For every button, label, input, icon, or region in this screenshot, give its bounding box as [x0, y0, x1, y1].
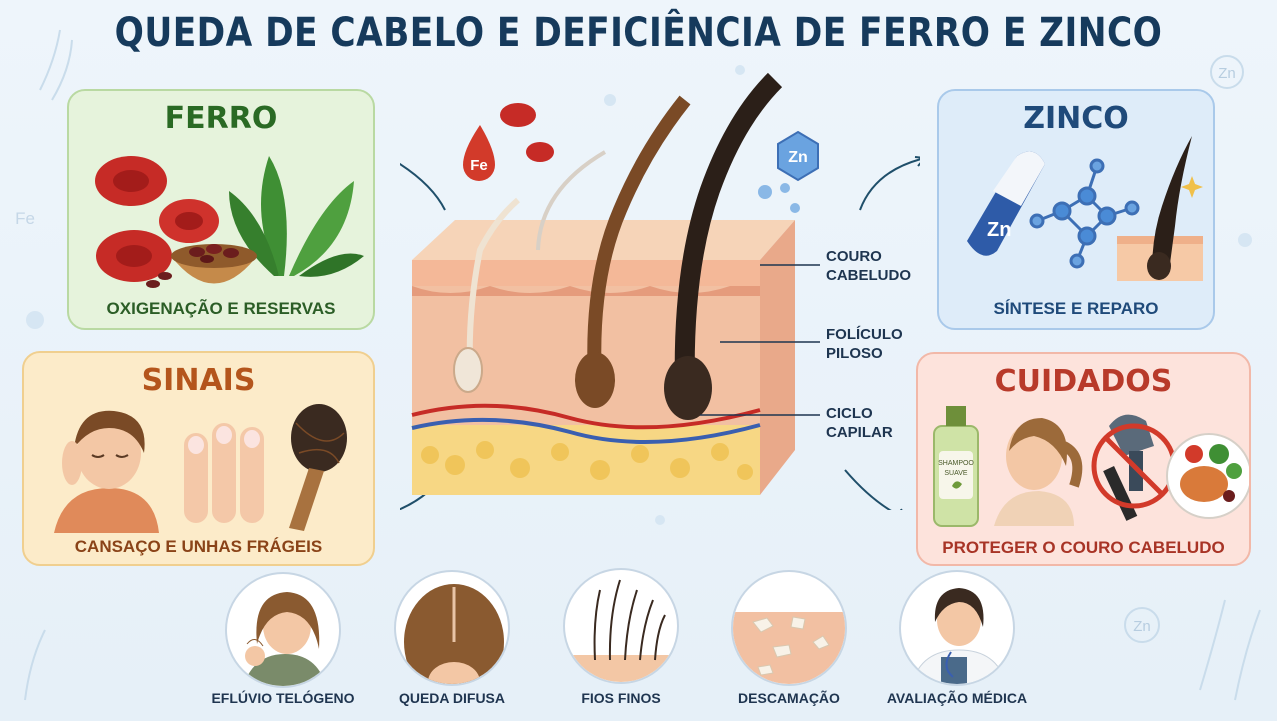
- doctor-icon: [911, 588, 1007, 684]
- zinc-capsule-icon: Zn: [967, 151, 1045, 256]
- molecule-icon: [1029, 158, 1140, 269]
- fe-drop-icon: [463, 125, 495, 181]
- sparkle-icon: [1181, 176, 1203, 198]
- panel-sinais: SINAIS CANSAÇO E UNHAS FRÁGEIS: [22, 351, 375, 566]
- circle-efluvio: [225, 572, 341, 688]
- panel-sinais-caption: CANSAÇO E UNHAS FRÁGEIS: [74, 537, 323, 556]
- panel-sinais-title: SINAIS: [141, 363, 256, 398]
- brittle-nails-icon: [184, 423, 264, 523]
- scalp-cross-section: Fe Zn: [400, 72, 920, 510]
- label-foliculo-piloso: FOLÍCULO PILOSO: [826, 326, 903, 362]
- circle-avaliacao: [899, 570, 1015, 686]
- hair-strand: [536, 150, 607, 251]
- caption-avaliacao: AVALIAÇÃO MÉDICA: [886, 690, 1028, 706]
- circle-descamacao: [731, 570, 847, 686]
- flaking-skin-icon: [733, 612, 845, 684]
- care-illustration: SHAMPOO SUAVE: [933, 406, 1249, 527]
- label-ciclo-capilar: CICLO CAPILAR: [826, 405, 893, 441]
- panel-ferro: FERRO OXIGENAÇÃO E RESERVAS: [67, 89, 375, 330]
- zinc-illustration: Zn: [967, 136, 1203, 281]
- no-heat-tools-icon: [1091, 414, 1177, 521]
- bean-bowl-icon: [146, 244, 257, 288]
- hairbrush-icon: [289, 404, 347, 531]
- head-top-icon: [404, 584, 504, 684]
- decor-zn-symbol-2: Zn: [1133, 618, 1151, 635]
- panel-cuidados-caption: PROTEGER O COURO CABELUDO: [942, 538, 1225, 557]
- thin-hair-icon: [565, 579, 677, 682]
- shampoo-bottle-icon: SHAMPOO SUAVE: [933, 406, 979, 527]
- page-title: QUEDA DE CABELO E DEFICIÊNCIA DE FERRO E…: [114, 10, 1163, 56]
- vein: [411, 417, 761, 444]
- panel-zinco-caption: SÍNTESE E REPARO: [993, 299, 1159, 318]
- spinach-icon: [229, 156, 364, 277]
- caption-queda-difusa: QUEDA DIFUSA: [398, 690, 506, 706]
- zn-hexagon-icon: [777, 130, 819, 182]
- circle-fios-finos: [563, 568, 679, 684]
- decor-fe-symbol: Fe: [15, 209, 35, 228]
- epidermis: [412, 260, 760, 286]
- follicle-medium: [575, 95, 691, 408]
- caption-fios-finos: FIOS FINOS: [581, 690, 661, 706]
- tired-woman-icon: [54, 410, 159, 533]
- zinc-bubble-icon: [758, 185, 772, 199]
- red-blood-cells-icon: [95, 156, 219, 282]
- panel-ferro-title: FERRO: [164, 101, 278, 136]
- panel-zinco: ZINCO Zn SÍNTESE E REPARO: [937, 89, 1215, 330]
- zn-symbol: Zn: [788, 149, 808, 166]
- follicle-thick: [664, 72, 783, 420]
- healthy-follicle-icon: [1117, 136, 1203, 281]
- panel-ferro-caption: OXIGENAÇÃO E RESERVAS: [106, 299, 336, 318]
- shampoo-label-line2: SUAVE: [944, 470, 968, 477]
- decor-zn-symbol: Zn: [1218, 65, 1236, 82]
- caption-descamacao: DESCAMAÇÃO: [738, 690, 840, 706]
- panel-zinco-title: ZINCO: [1023, 101, 1129, 136]
- artery: [411, 403, 761, 430]
- circle-queda-difusa: [394, 570, 510, 686]
- follicle-thin: [453, 197, 520, 393]
- label-couro-cabeludo: COURO CABELUDO: [826, 248, 911, 284]
- blood-cell-icon: [500, 103, 536, 127]
- fe-symbol: Fe: [470, 157, 488, 174]
- caption-efluvio: EFLÚVIO TELÓGENO: [211, 690, 355, 706]
- iron-illustration: [95, 156, 364, 288]
- woman-profile-icon: [994, 418, 1083, 526]
- healthy-plate-icon: [1166, 433, 1249, 519]
- woman-holding-hair-icon: [243, 592, 326, 686]
- panel-cuidados-title: CUIDADOS: [994, 364, 1173, 399]
- blood-cell-icon: [526, 142, 554, 162]
- shampoo-label-line1: SHAMPOO: [938, 460, 974, 467]
- skin-side: [760, 220, 795, 495]
- capsule-zn-label: Zn: [987, 219, 1011, 241]
- panel-cuidados: CUIDADOS SHAMPOO SUAVE: [916, 352, 1251, 566]
- signs-illustration: [54, 404, 347, 533]
